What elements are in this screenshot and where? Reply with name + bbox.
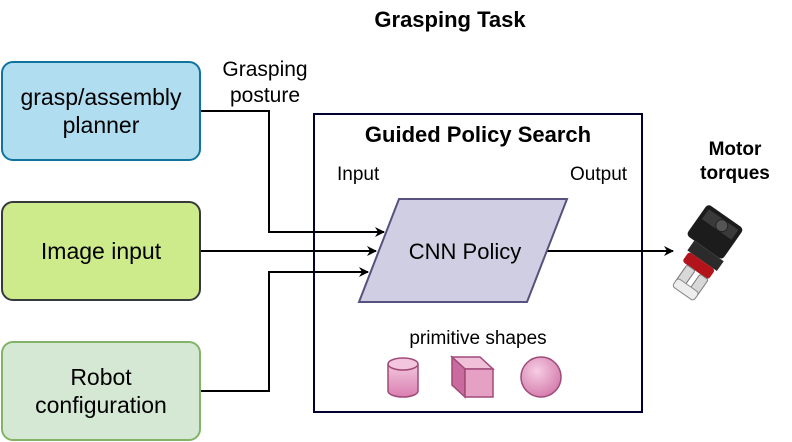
sphere-icon (520, 356, 562, 398)
image-input-label: Image input (40, 238, 162, 264)
planner-box: grasp/assembly planner (1, 61, 201, 161)
cylinder-icon (387, 357, 419, 398)
input-label: Input (337, 164, 380, 185)
diagram-title: Grasping Task (374, 7, 526, 32)
robot-configuration-box: Robot configuration (1, 341, 201, 441)
output-label: Output (570, 164, 628, 185)
robot-configuration-label: Robot configuration (35, 364, 167, 418)
robot-to-policy-arrow (201, 267, 369, 392)
grasping-posture-label: Grasping posture (222, 58, 308, 107)
robot-gripper-icon (672, 205, 743, 301)
planner-to-policy-arrow (201, 110, 385, 237)
image-input-box: Image input (1, 201, 201, 301)
planner-label: grasp/assembly planner (20, 84, 182, 138)
cnn-policy-label: CNN Policy (409, 239, 521, 264)
cnn-policy-shape (357, 198, 569, 303)
guided-policy-search-container (313, 113, 643, 413)
guided-policy-search-title: Guided Policy Search (364, 122, 592, 147)
motor-torques-label: Motor torques (700, 139, 770, 184)
cube-icon (450, 355, 495, 399)
primitive-shapes-label: primitive shapes (409, 328, 546, 349)
